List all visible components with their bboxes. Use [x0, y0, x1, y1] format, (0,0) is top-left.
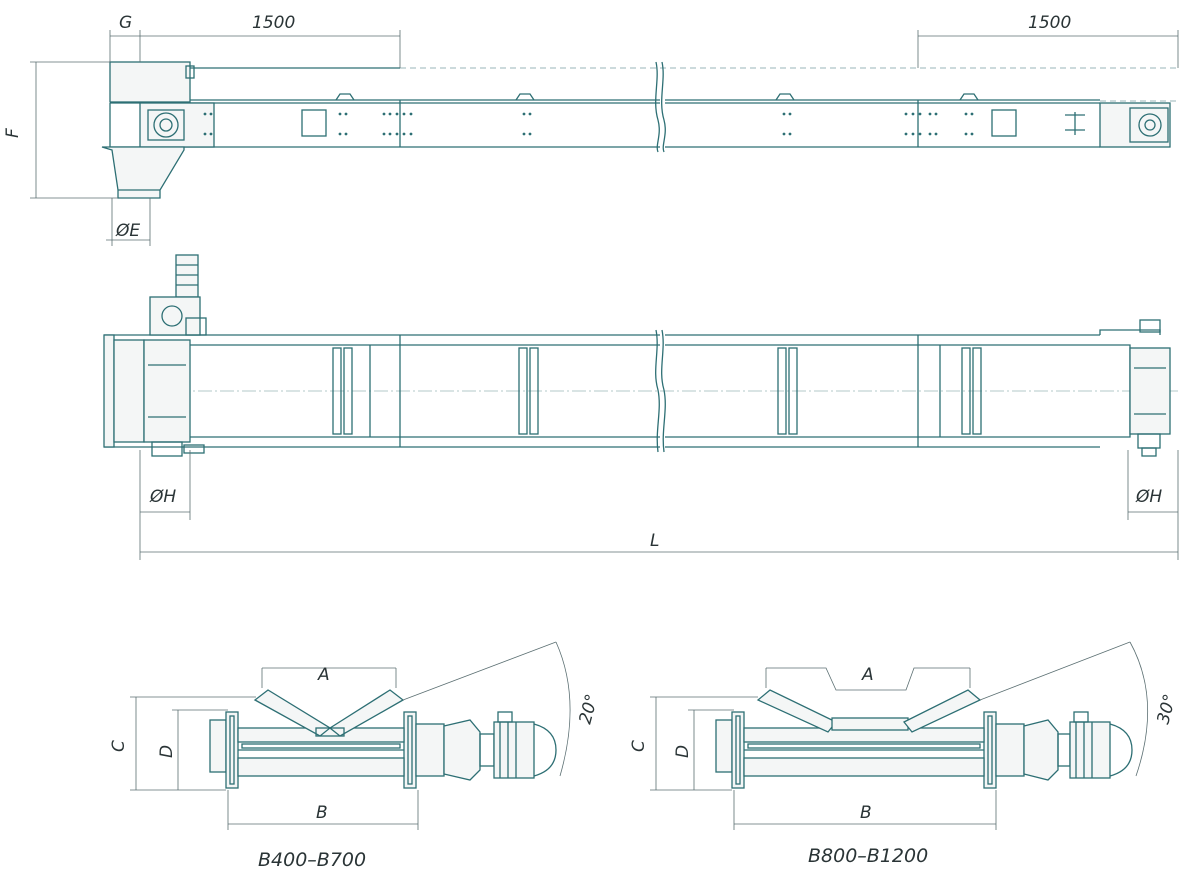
dim-1500-left-label: 1500 — [252, 13, 295, 33]
section-left-dim-a: A — [317, 665, 330, 685]
head-pulley — [143, 339, 191, 443]
gearbox — [149, 296, 201, 336]
section-right-caption: B800–B1200 — [808, 845, 928, 867]
bolt-holes — [203, 112, 974, 136]
section-right: A B C D 30° B800–B1200 — [629, 641, 1181, 867]
dim-f-label: F — [3, 128, 23, 138]
tail-pulley-icon — [1138, 113, 1162, 137]
drive-motor — [175, 254, 199, 298]
dim-h-right-label: ØH — [1135, 487, 1162, 507]
section-right-angle: 30° — [1154, 692, 1181, 726]
tail-pulley — [1129, 347, 1171, 435]
dim-h-left-label: ØH — [149, 487, 176, 507]
section-right-dim-b: B — [860, 803, 872, 823]
idler-sets — [332, 347, 982, 435]
feed-hopper — [101, 146, 185, 199]
center-roller — [831, 717, 909, 731]
section-left-angle: 20° — [576, 692, 603, 726]
section-left-caption: B400–B700 — [258, 849, 366, 871]
dim-e-label: ØE — [115, 221, 140, 241]
left-wing-roller-b — [756, 689, 838, 733]
side-view: ØH ØH L — [103, 254, 1179, 560]
section-right-dim-d: D — [673, 745, 693, 758]
section-left-dim-c: C — [109, 740, 129, 752]
head-box — [109, 61, 191, 103]
top-view: G 1500 1500 F ØE — [3, 13, 1179, 246]
section-left-dim-b: B — [316, 803, 328, 823]
tail-frame — [1099, 102, 1171, 148]
section-left: A B C D 20° B400–B700 — [109, 641, 603, 871]
drive-pulley-icon — [153, 112, 179, 138]
dim-1500-right-label: 1500 — [1028, 13, 1071, 33]
section-right-dim-c: C — [629, 740, 649, 752]
section-right-motor — [1069, 721, 1111, 779]
dim-g-label: G — [119, 13, 132, 33]
section-right-dim-a: A — [861, 665, 874, 685]
right-wing-roller-b — [902, 689, 982, 733]
dim-l-label: L — [650, 531, 659, 551]
section-left-motor — [493, 721, 535, 779]
section-left-dim-d: D — [157, 745, 177, 758]
